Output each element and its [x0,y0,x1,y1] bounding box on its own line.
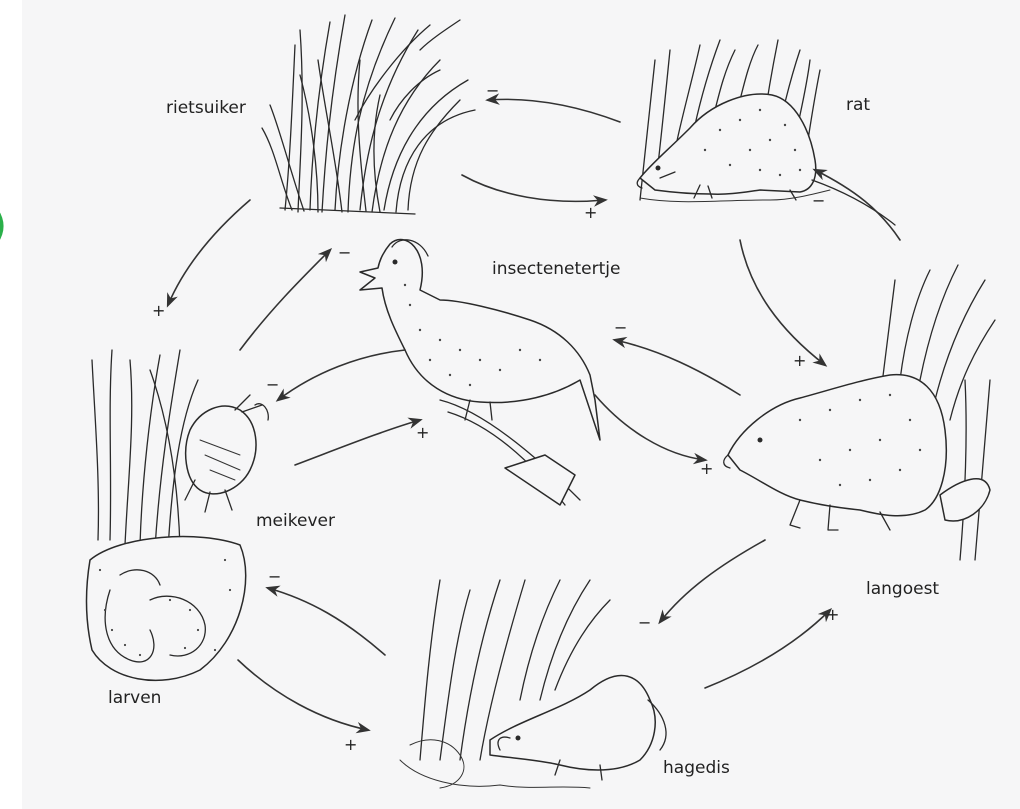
sign-langoest-to-hagedis: − [638,613,651,632]
lizard-illustration [400,580,666,788]
cockchafer-illustration [92,350,268,550]
arrow-hagedis-to-langoest [705,610,830,688]
sign-hagedis-to-larven: − [268,567,281,586]
arrow-rietsuiker-to-meikever [168,200,250,305]
bird-illustration [360,240,600,505]
arrow-hagedis-to-larven [268,588,385,655]
arrow-meikever-to-rietsuiker [240,250,330,350]
arrow-meikever-to-insectenetertje [295,420,420,465]
sign-rat-to-rietsuiker: − [486,81,499,100]
arrow-langoest-to-hagedis [660,540,765,622]
label-rietsuiker: rietsuiker [166,98,246,118]
sign-meikever-to-insectenetertje: + [416,423,429,442]
arrow-rat-to-langoest [740,240,825,365]
label-insectenetertje: insectenetertje [492,259,620,279]
label-meikever: meikever [256,511,335,531]
arrow-rietsuiker-to-rat [462,175,605,201]
larvae-illustration [86,537,245,681]
label-hagedis: hagedis [663,758,730,778]
sign-langoest-to-rat: − [812,191,825,210]
sign-larven-to-hagedis: + [344,735,357,754]
sign-langoest-to-insectenetertje: − [614,318,627,337]
edge-paren-fragment: ) [0,203,7,247]
reed-illustration [262,15,475,214]
label-rat: rat [846,95,870,115]
sign-rat-to-langoest: + [793,351,806,370]
arrow-insectenetertje-to-meikever [278,350,405,400]
arrow-langoest-to-rat [815,170,900,240]
sign-meikever-to-rietsuiker: − [338,243,351,262]
sign-insectenetertje-to-langoest: + [700,459,713,478]
sign-rietsuiker-to-rat: + [584,203,597,222]
sign-hagedis-to-langoest: + [826,605,839,624]
arrow-larven-to-hagedis [238,660,368,730]
arrow-rat-to-rietsuiker [488,99,620,122]
sign-rietsuiker-to-meikever: + [152,301,165,320]
rat-illustration [637,40,895,225]
mongoose-illustration [724,265,995,560]
arrow-langoest-to-insectenetertje [615,340,740,395]
label-larven: larven [108,688,161,708]
sign-insectenetertje-to-meikever: − [266,375,279,394]
label-langoest: langoest [866,579,939,599]
arrow-insectenetertje-to-langoest [595,395,705,460]
